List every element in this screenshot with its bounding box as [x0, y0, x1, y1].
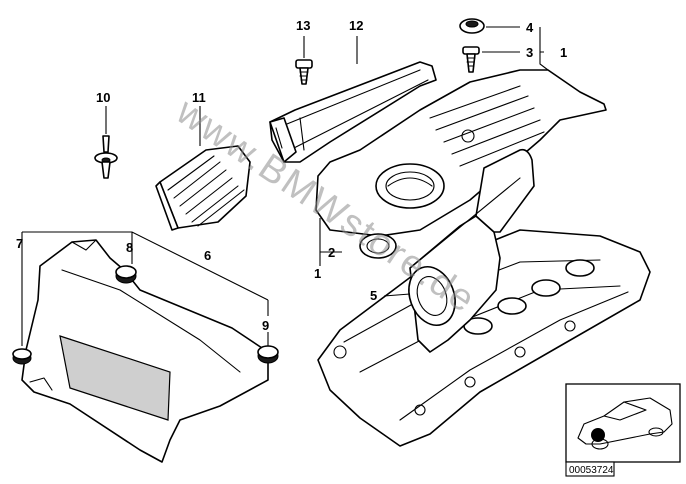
callout-1-bottom: 1: [314, 266, 321, 281]
bellows-11-part: [155, 145, 251, 231]
screw-13-part: [295, 59, 313, 85]
screw-3-part: [462, 46, 480, 73]
callout-3: 3: [526, 45, 533, 60]
callout-2: 2: [328, 245, 335, 260]
grommet-7-part: [12, 348, 32, 365]
reference-code: 00053724: [569, 465, 614, 476]
callout-7: 7: [16, 236, 23, 251]
car-location-inset: [565, 383, 681, 463]
seal-ring-part: [359, 233, 397, 259]
engine-location-marker: [591, 428, 605, 442]
grommet-9-part: [257, 345, 279, 364]
grommet-8-part: [115, 265, 137, 284]
reference-code-box: 00053724: [565, 461, 615, 477]
callout-8: 8: [126, 240, 133, 255]
callout-13: 13: [296, 18, 310, 33]
callout-6: 6: [204, 248, 211, 263]
callout-4: 4: [526, 20, 534, 35]
lower-duct-part: [21, 239, 269, 463]
callout-9: 9: [262, 318, 269, 333]
cap-4-part: [459, 18, 485, 34]
callout-1-top: 1: [560, 45, 567, 60]
callout-10: 10: [96, 90, 110, 105]
leader-lines: [21, 26, 549, 346]
callout-12: 12: [349, 18, 363, 33]
air-filter-part: [408, 148, 535, 353]
bolt-10-part: [94, 135, 118, 179]
callout-11: 11: [192, 90, 206, 105]
callout-5: 5: [370, 288, 377, 303]
callout-labels: 13 12 4 3 1 10 11 2 1 5 7 8 6 9: [16, 18, 567, 333]
intake-duct-part: [269, 61, 437, 163]
